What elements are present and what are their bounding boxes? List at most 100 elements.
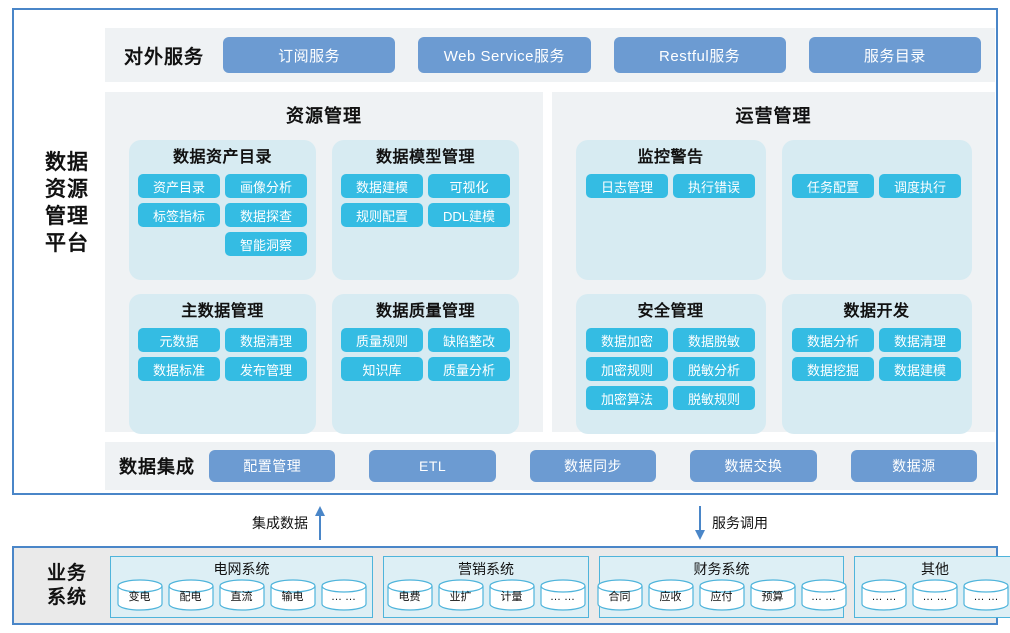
- module-chip[interactable]: 脱敏规则: [673, 386, 755, 410]
- module-chip[interactable]: 元数据: [138, 328, 220, 352]
- database-cylinder[interactable]: 预算: [749, 579, 796, 611]
- module-chip[interactable]: 数据建模: [341, 174, 423, 198]
- module-chip[interactable]: 可视化: [428, 174, 510, 198]
- business-system-group-title: 电网系统: [213, 561, 270, 577]
- database-label: … …: [922, 591, 948, 603]
- module-card-title: 监控警告: [637, 149, 704, 166]
- module-chip[interactable]: 调度执行: [879, 174, 961, 198]
- database-icon: [698, 579, 745, 611]
- panel-resource-management: 资源管理 数据资产目录资产目录画像分析标签指标数据探查智能洞察 数据模型管理数据建…: [105, 92, 543, 434]
- module-chip[interactable]: 日志管理: [586, 174, 668, 198]
- database-cylinder[interactable]: … …: [320, 579, 367, 611]
- module-chip-grid: 数据加密数据脱敏加密规则脱敏分析加密算法脱敏规则: [584, 324, 758, 410]
- module-chip[interactable]: 任务配置: [792, 174, 874, 198]
- module-chip[interactable]: 智能洞察: [225, 232, 307, 256]
- module-chip[interactable]: 加密规则: [586, 357, 668, 381]
- database-cylinder[interactable]: 直流: [218, 579, 265, 611]
- module-chip[interactable]: 知识库: [341, 357, 423, 381]
- module-chip[interactable]: 数据加密: [586, 328, 668, 352]
- external-service-button-1[interactable]: Web Service服务: [418, 37, 591, 73]
- module-card: 数据质量管理质量规则缺陷整改知识库质量分析: [332, 294, 519, 434]
- module-chip-grid: 元数据数据清理数据标准发布管理: [137, 324, 308, 381]
- connector-service-call: 服务调用: [694, 506, 768, 540]
- database-label: 应收: [659, 591, 682, 603]
- module-card-title: 安全管理: [637, 303, 704, 320]
- module-chip[interactable]: 质量分析: [428, 357, 510, 381]
- module-chip[interactable]: 脱敏分析: [673, 357, 755, 381]
- module-chip[interactable]: 资产目录: [138, 174, 220, 198]
- title-line: 平台: [45, 231, 89, 255]
- data-integration-button-2[interactable]: 数据同步: [529, 450, 657, 482]
- module-chip[interactable]: 规则配置: [341, 203, 423, 227]
- module-card-title: 数据资产目录: [172, 149, 272, 166]
- module-card: 主数据管理元数据数据清理数据标准发布管理: [129, 294, 316, 434]
- database-icon: [800, 579, 847, 611]
- database-cylinder[interactable]: 计量: [488, 579, 535, 611]
- external-service-button-0[interactable]: 订阅服务: [223, 37, 396, 73]
- module-chip[interactable]: 数据脱敏: [673, 328, 755, 352]
- connector-label: 集成数据: [252, 515, 308, 531]
- business-system-group: 电网系统变电 配电 直流 输电… …: [110, 556, 373, 618]
- panel-title: 资源管理: [286, 106, 362, 126]
- database-cylinder[interactable]: 应付: [698, 579, 745, 611]
- database-icon: [912, 579, 958, 611]
- business-system-group: 营销系统电费业扩计量 … …: [383, 556, 589, 618]
- database-cylinder[interactable]: 电费: [386, 579, 433, 611]
- business-system-group-title: 财务系统: [693, 561, 750, 577]
- database-cylinder[interactable]: … …: [861, 579, 907, 611]
- module-chip[interactable]: 发布管理: [225, 357, 307, 381]
- database-row: … … … … … …: [861, 579, 1009, 611]
- module-chip[interactable]: 数据分析: [792, 328, 874, 352]
- database-icon: [269, 579, 316, 611]
- module-chip[interactable]: 数据探查: [225, 203, 307, 227]
- database-label: … …: [549, 591, 576, 603]
- database-cylinder[interactable]: 应收: [647, 579, 694, 611]
- database-cylinder[interactable]: 输电: [269, 579, 316, 611]
- module-chip[interactable]: 缺陷整改: [428, 328, 510, 352]
- module-chip[interactable]: 标签指标: [138, 203, 220, 227]
- module-chip[interactable]: DDL建模: [428, 203, 510, 227]
- data-integration-button-0[interactable]: 配置管理: [209, 450, 336, 482]
- database-cylinder[interactable]: 合同: [596, 579, 643, 611]
- database-icon: [218, 579, 265, 611]
- module-card-title: 数据模型管理: [375, 149, 475, 166]
- module-chip[interactable]: 数据清理: [879, 328, 961, 352]
- external-service-button-3[interactable]: 服务目录: [808, 37, 981, 73]
- database-cylinder[interactable]: … …: [800, 579, 847, 611]
- module-chip[interactable]: 加密算法: [586, 386, 668, 410]
- database-label: 直流: [230, 591, 253, 603]
- data-integration-buttons: 配置管理 ETL 数据同步 数据交换 数据源: [209, 450, 995, 482]
- business-system-group-title: 营销系统: [458, 561, 514, 577]
- module-chip[interactable]: 数据标准: [138, 357, 220, 381]
- data-integration-button-3[interactable]: 数据交换: [690, 450, 817, 482]
- database-cylinder[interactable]: … …: [539, 579, 586, 611]
- module-card-title: 数据质量管理: [375, 303, 475, 320]
- chip-spacer: [138, 232, 220, 256]
- data-integration-button-4[interactable]: 数据源: [850, 450, 978, 482]
- data-integration-button-1[interactable]: ETL: [369, 450, 496, 482]
- database-icon: [963, 579, 1009, 611]
- database-cylinder[interactable]: … …: [963, 579, 1009, 611]
- panel-cards: 监控警告日志管理执行错误 任务配置调度执行安全管理数据加密数据脱敏加密规则脱敏分…: [552, 128, 995, 434]
- database-label: 变电: [128, 591, 151, 603]
- module-chip[interactable]: 数据挖掘: [792, 357, 874, 381]
- module-chip[interactable]: 执行错误: [673, 174, 755, 198]
- external-service-button-2[interactable]: Restful服务: [613, 37, 786, 73]
- module-chip-grid: 数据分析数据清理数据挖掘数据建模: [790, 324, 964, 381]
- connector-band: 集成数据 服务调用: [0, 496, 1010, 544]
- module-chip[interactable]: 数据清理: [225, 328, 307, 352]
- database-icon: [488, 579, 535, 611]
- database-cylinder[interactable]: 配电: [167, 579, 214, 611]
- database-cylinder[interactable]: 变电: [116, 579, 163, 611]
- module-chip[interactable]: 数据建模: [879, 357, 961, 381]
- module-chip-grid: 日志管理执行错误: [584, 170, 758, 198]
- database-cylinder[interactable]: … …: [912, 579, 958, 611]
- database-cylinder[interactable]: 业扩: [437, 579, 484, 611]
- database-row: 变电 配电 直流 输电… …: [116, 579, 367, 611]
- database-label: … …: [810, 591, 837, 603]
- module-card: 安全管理数据加密数据脱敏加密规则脱敏分析加密算法脱敏规则: [575, 294, 766, 434]
- module-chip[interactable]: 画像分析: [225, 174, 307, 198]
- module-chip[interactable]: 质量规则: [341, 328, 423, 352]
